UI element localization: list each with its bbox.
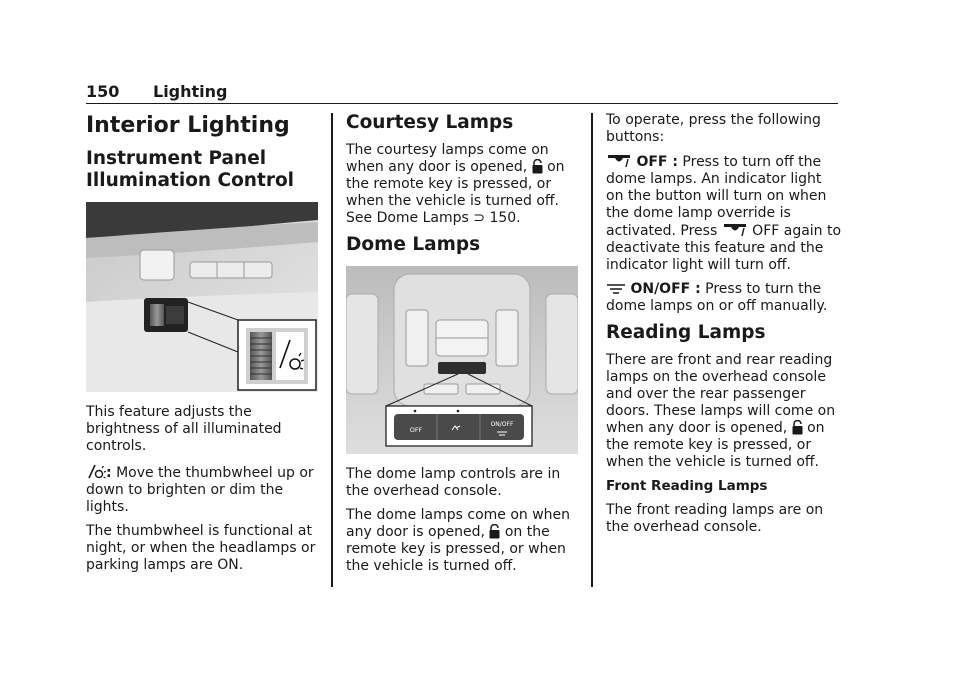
paragraph-text: on the remote key is pressed, or when th… (606, 420, 825, 470)
subheading: Front Reading Lamps (606, 478, 768, 494)
paragraph: : Move the thumbwheel up or down to brig… (86, 462, 322, 516)
section-heading: Dome Lamps (346, 234, 481, 255)
paragraph: There are front and rear reading lamps o… (606, 352, 842, 471)
paragraph-text: Press to turn off the dome lamps. An ind… (606, 154, 827, 239)
paragraph-text: Press to turn the dome lamps on or off m… (606, 281, 828, 314)
column-2: Courtesy Lamps The courtesy lamps come o… (346, 112, 582, 582)
overhead-console-photo: OFF ON/OFF (346, 266, 578, 454)
dome-lamp-off-icon (723, 224, 746, 237)
paragraph-text: There are front and rear reading lamps o… (606, 352, 836, 436)
section-heading: Reading Lamps (606, 322, 766, 343)
section-heading: Instrument Panel Illumination Control (86, 148, 294, 191)
symbol-label: : (106, 465, 112, 481)
paragraph: This feature adjusts the brightness of a… (86, 404, 282, 454)
column-divider (591, 113, 593, 587)
section-title: Lighting (153, 82, 228, 101)
button-label: OFF : (636, 154, 678, 170)
paragraph: To operate, press the following buttons: (606, 112, 821, 145)
paragraph: ON/OFF : Press to turn the dome lamps on… (606, 281, 842, 315)
column-3: To operate, press the following buttons:… (606, 112, 842, 543)
paragraph-text: The dome lamps come on when any door is … (346, 507, 571, 540)
paragraph: The front reading lamps are on the overh… (606, 502, 824, 535)
photo-label-onoff: ON/OFF (491, 421, 514, 428)
section-heading: Courtesy Lamps (346, 112, 514, 133)
column-divider (331, 113, 333, 587)
unlock-key-icon (792, 420, 803, 435)
dome-lamp-off-icon (608, 155, 630, 168)
column-1: Interior Lighting Instrument Panel Illum… (86, 112, 322, 581)
page-header: 150 Lighting (86, 82, 838, 104)
unlock-key-icon (532, 159, 543, 174)
dimmer-lamp-icon (88, 464, 106, 479)
paragraph-text: Move the thumbwheel up or down to bright… (86, 465, 314, 515)
paragraph-text: on the remote key is pressed, or when th… (346, 159, 565, 226)
paragraph: The dome lamps come on when any door is … (346, 507, 582, 575)
button-label: ON/OFF : (630, 281, 701, 297)
paragraph: The dome lamp controls are in the overhe… (346, 466, 561, 499)
page-title: Interior Lighting (86, 113, 290, 138)
page-ref-arrow-icon: ⊃ (473, 210, 485, 226)
page-number: 150 (86, 82, 120, 101)
instrument-panel-photo (86, 202, 318, 392)
paragraph-text: on the remote key is pressed, or when th… (346, 524, 566, 574)
paragraph: OFF : Press to turn off the dome lamps. … (606, 153, 842, 274)
paragraph-text: OFF again to deactivate this feature and… (606, 223, 842, 273)
paragraph: The thumbwheel is functional at night, o… (86, 523, 316, 573)
paragraph-text: The courtesy lamps come on when any door… (346, 142, 549, 175)
page-reference[interactable]: 150. (489, 210, 521, 226)
dome-lamp-onoff-icon (607, 284, 625, 294)
paragraph: The courtesy lamps come on when any door… (346, 142, 582, 227)
unlock-key-icon (489, 524, 500, 539)
photo-label-off: OFF (410, 426, 423, 434)
